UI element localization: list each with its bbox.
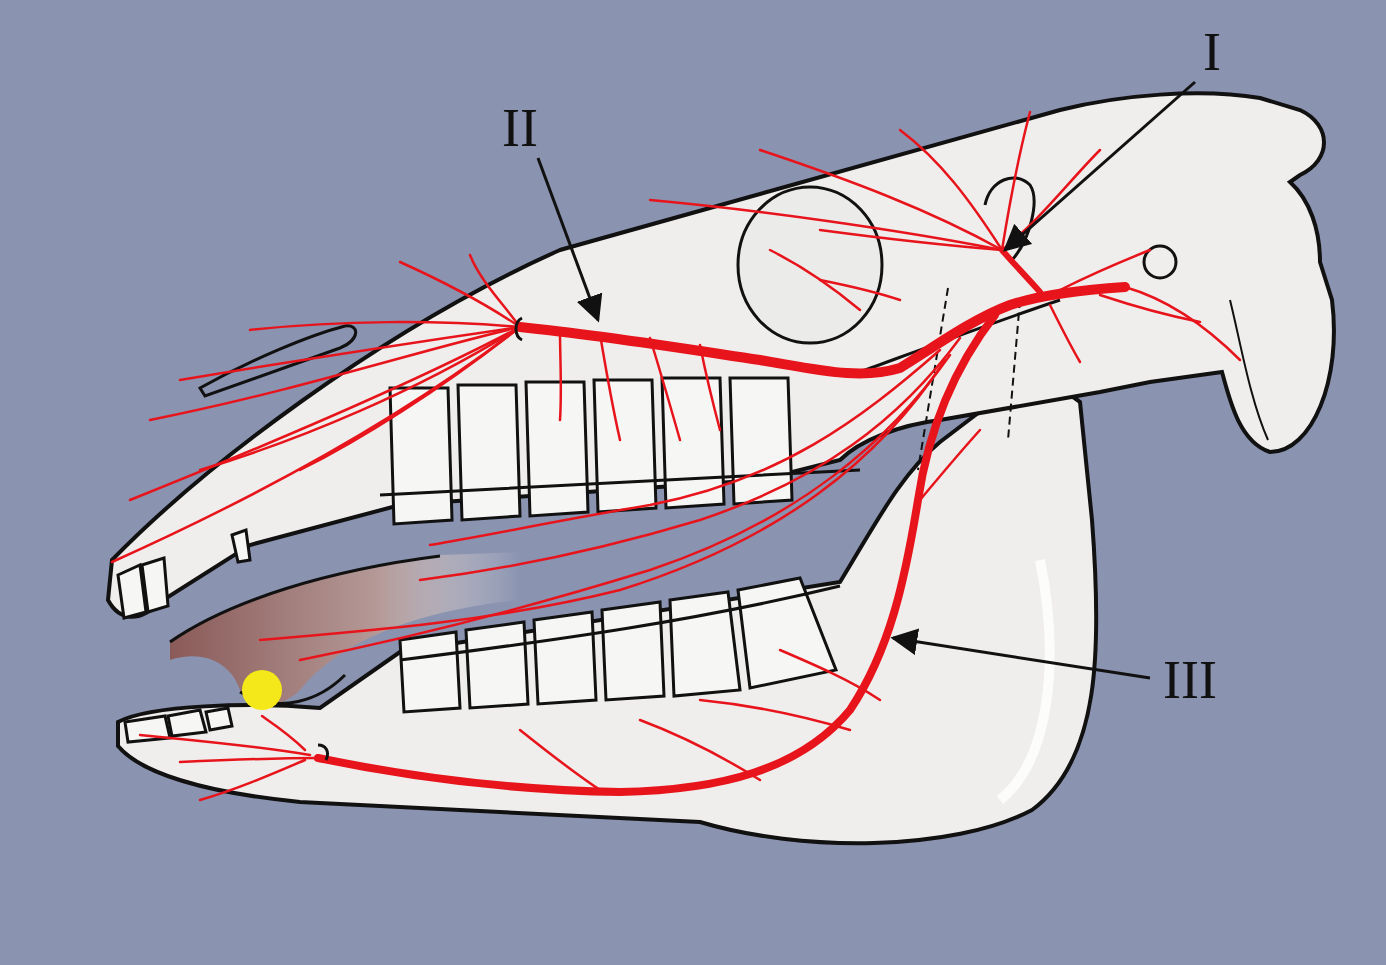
- tooth: [466, 622, 528, 708]
- artery: [200, 760, 305, 800]
- artery: [650, 200, 1002, 250]
- artery: [1100, 295, 1200, 322]
- callout-number: I: [1203, 25, 1221, 79]
- artery: [318, 315, 995, 792]
- artery: [820, 280, 900, 300]
- artery: [650, 338, 680, 440]
- marker-dot: [242, 670, 282, 710]
- callout-number: III: [1163, 653, 1217, 707]
- tooth: [670, 592, 740, 696]
- artery: [1002, 250, 1040, 292]
- dashed-line: [1008, 300, 1020, 440]
- artery: [1060, 250, 1150, 290]
- artery: [1002, 150, 1100, 250]
- artery: [820, 230, 1002, 250]
- artery: [150, 327, 520, 420]
- leader-arrow: [1005, 82, 1195, 250]
- mandible-highlight: [1000, 560, 1050, 800]
- artery-branches: [112, 112, 1240, 800]
- artery: [1050, 305, 1080, 362]
- tooth: [534, 612, 596, 704]
- artery: [920, 430, 980, 500]
- artery: [430, 350, 940, 545]
- orbit: [738, 187, 882, 343]
- mental-foramen: [318, 745, 328, 760]
- incisors: [118, 530, 250, 742]
- artery: [112, 327, 520, 562]
- artery: [200, 327, 520, 470]
- artery: [700, 700, 850, 730]
- upper-teeth: [390, 378, 792, 524]
- tooth: [168, 710, 206, 736]
- tooth: [738, 578, 836, 688]
- artery: [470, 255, 520, 327]
- artery: [559, 330, 562, 420]
- artery: [520, 287, 1125, 373]
- artery: [1125, 287, 1240, 360]
- artery: [520, 730, 600, 790]
- tooth: [526, 382, 588, 516]
- artery: [770, 250, 860, 310]
- tooth: [458, 385, 520, 520]
- tooth: [390, 388, 452, 524]
- callout-number: II: [502, 101, 538, 155]
- tooth: [206, 708, 232, 730]
- artery: [180, 758, 318, 762]
- artery: [640, 720, 760, 780]
- artery: [400, 262, 520, 327]
- artery: [900, 130, 1002, 250]
- paracondylar-process: [1230, 300, 1268, 440]
- artery: [780, 650, 880, 700]
- artery: [700, 345, 720, 430]
- leader-arrow: [893, 638, 1150, 678]
- leader-arrow: [538, 158, 598, 320]
- lip-line: [170, 556, 440, 642]
- artery: [262, 716, 305, 750]
- artery: [600, 334, 620, 440]
- tooth: [400, 632, 460, 712]
- tooth: [232, 530, 250, 562]
- artery: [300, 327, 520, 470]
- tooth: [602, 602, 664, 700]
- artery: [760, 150, 1002, 250]
- artery: [420, 338, 960, 580]
- lower-teeth: [400, 578, 836, 712]
- infraorbital-foramen: [516, 318, 522, 340]
- tooth: [594, 380, 656, 512]
- artery: [300, 355, 950, 660]
- cranium: [108, 93, 1334, 616]
- artery-main: [318, 250, 1125, 792]
- artery: [140, 735, 310, 755]
- artery: [180, 327, 520, 380]
- artery: [250, 322, 520, 330]
- tooth: [142, 558, 168, 612]
- artery: [260, 360, 945, 640]
- nasal-notch: [200, 326, 356, 396]
- artery: [130, 327, 520, 500]
